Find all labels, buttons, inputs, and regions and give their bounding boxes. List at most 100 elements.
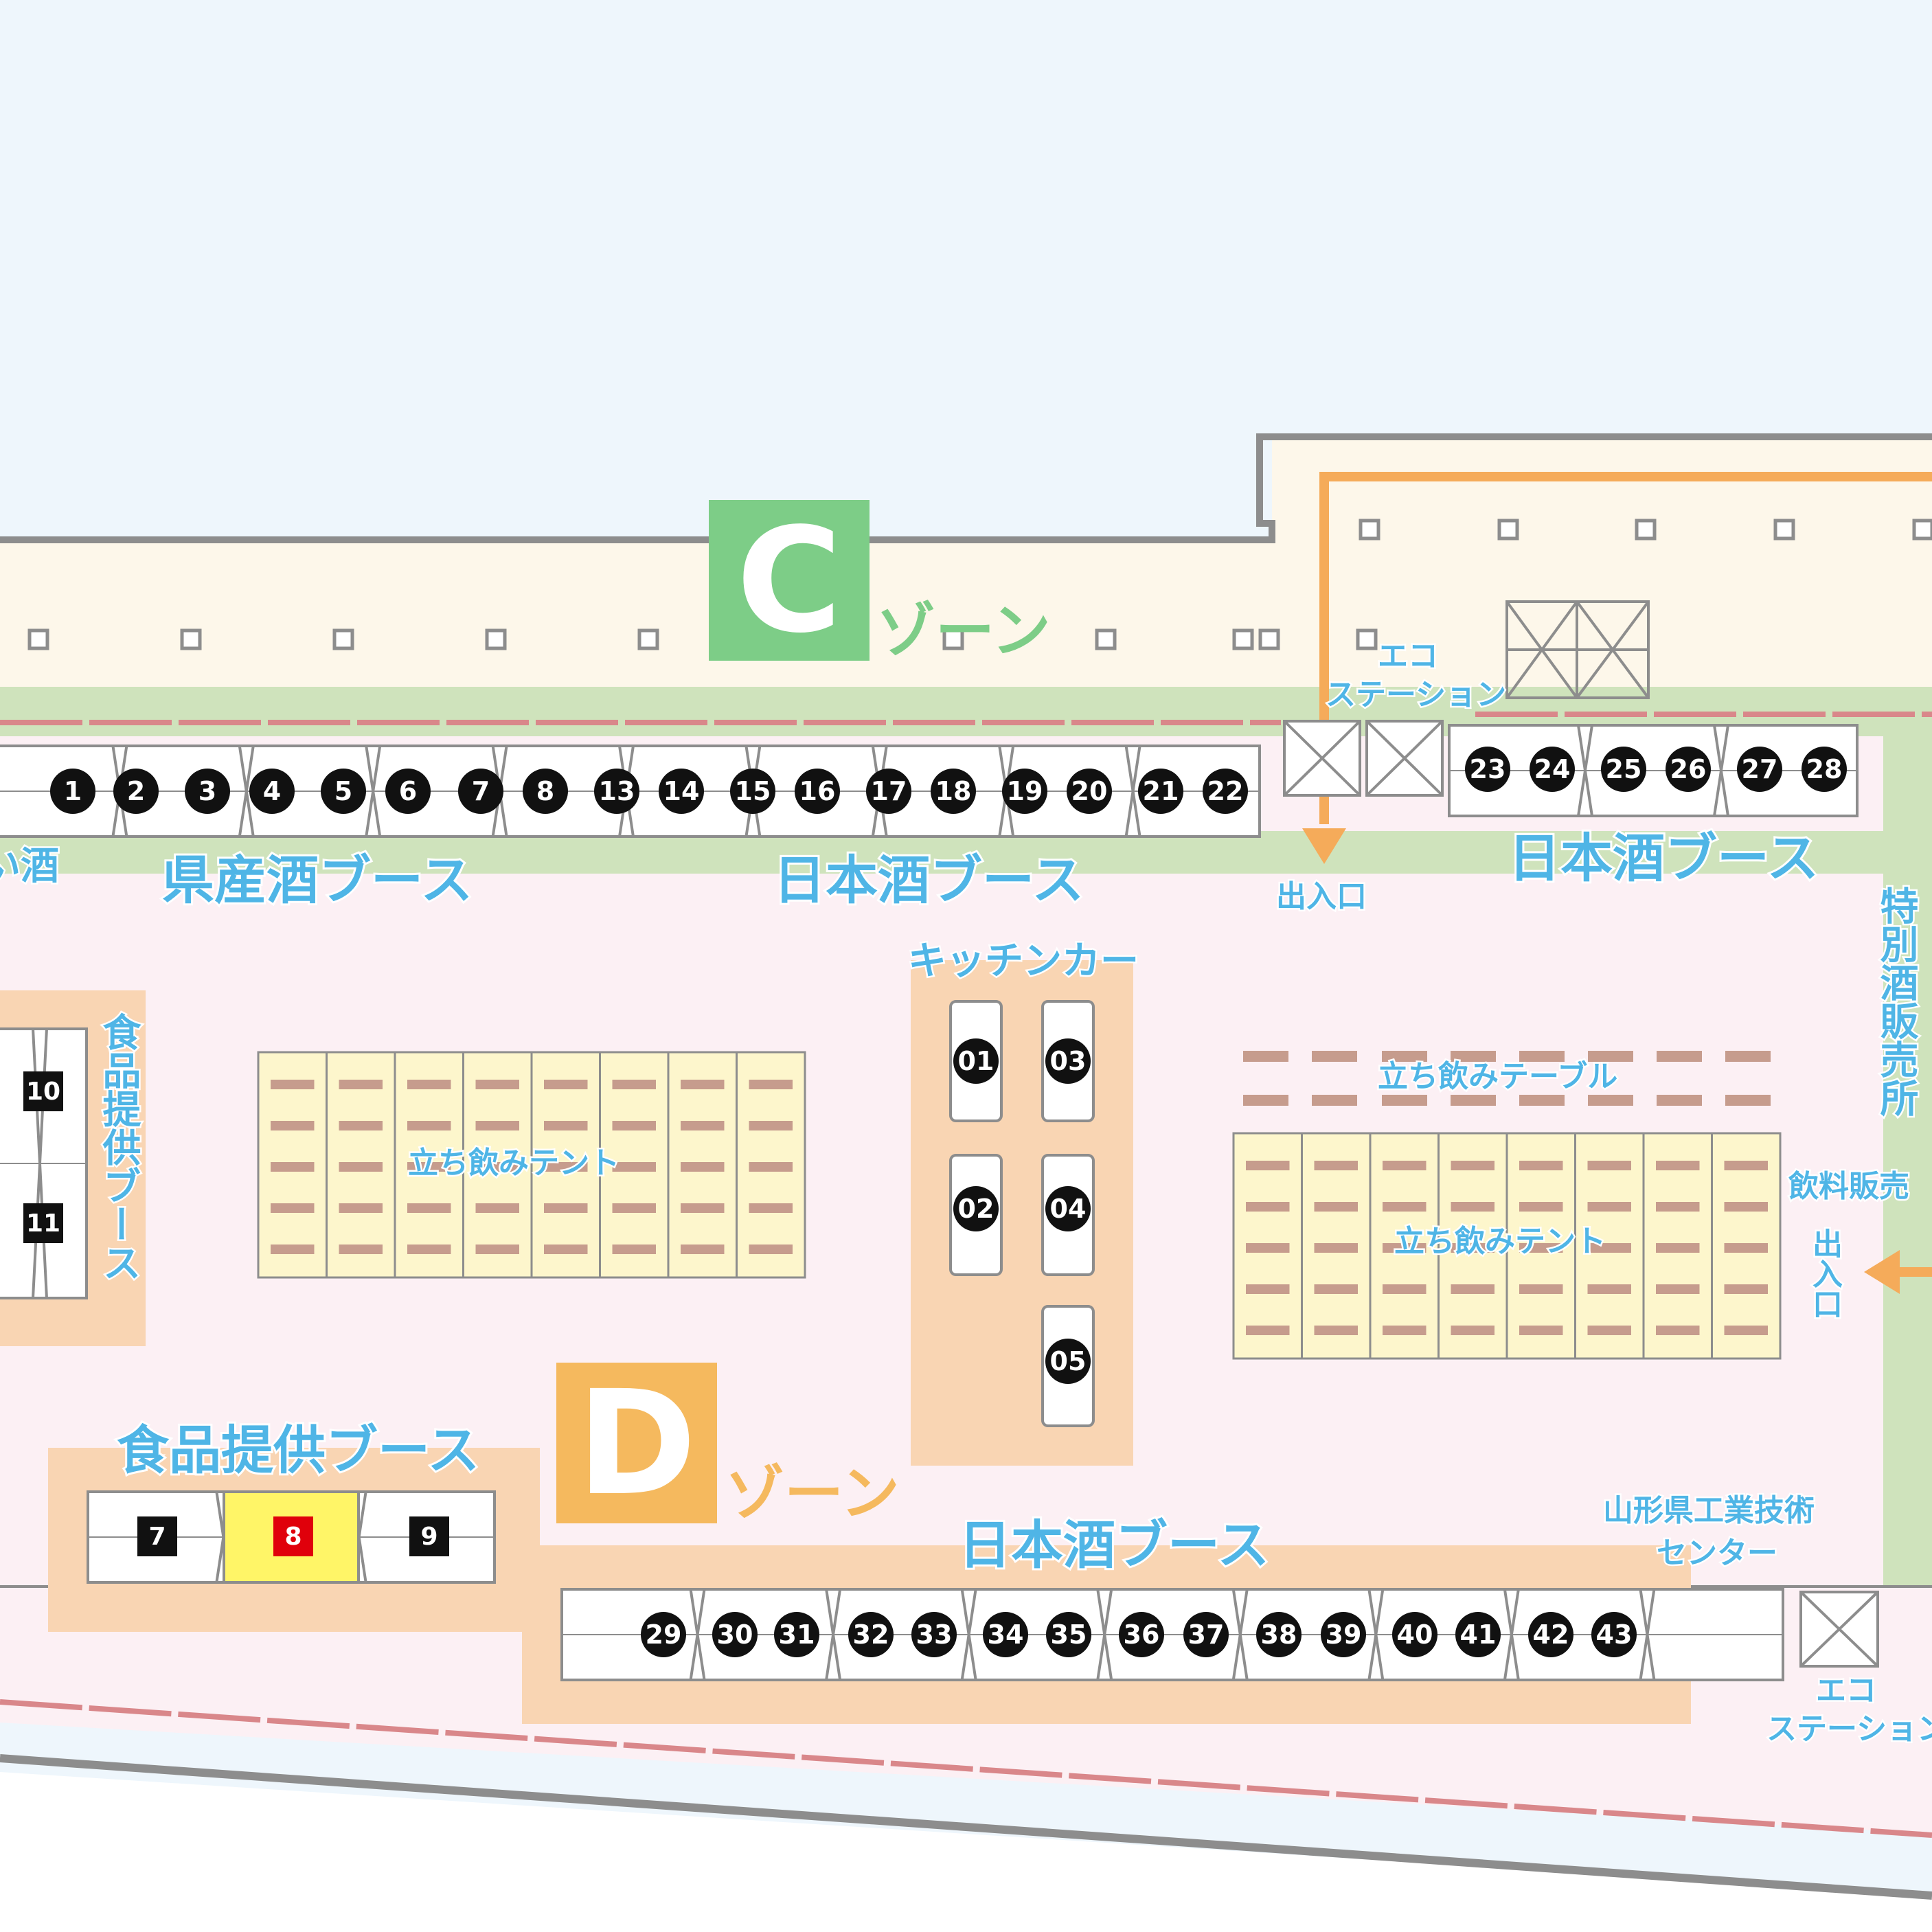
booth-number[interactable]: 42 <box>1528 1612 1573 1657</box>
pillar <box>942 628 964 650</box>
tent-table-mark <box>1656 1284 1700 1294</box>
booth-number[interactable]: 17 <box>866 769 911 814</box>
standing-table-mark <box>1451 1095 1496 1106</box>
booth-number[interactable]: 6 <box>385 769 431 814</box>
booth-number[interactable]: 33 <box>911 1612 957 1657</box>
booth-number[interactable]: 37 <box>1183 1612 1229 1657</box>
kitchen-car-label: キッチンカー <box>907 939 1141 984</box>
eco-station-top-line1: エコ <box>1376 639 1440 674</box>
booth-number[interactable]: 15 <box>730 769 775 814</box>
booth-number[interactable]: 30 <box>712 1612 758 1657</box>
eco-station-bottom-line2: ステーション <box>1764 1712 1932 1747</box>
tent-table-mark <box>407 1245 451 1254</box>
booth-number[interactable]: 04 <box>1045 1186 1091 1231</box>
booth-number[interactable]: 1 <box>50 769 95 814</box>
booth-number[interactable]: 03 <box>1045 1038 1091 1084</box>
booth-number[interactable]: 43 <box>1591 1612 1637 1657</box>
booth-divider <box>824 1634 842 1681</box>
booth-number[interactable]: 14 <box>659 769 704 814</box>
zone-d-suffix: ゾーン <box>725 1459 900 1528</box>
booth-divider <box>111 791 128 838</box>
booth-number[interactable]: 10 <box>23 1071 63 1111</box>
pillar <box>1258 628 1280 650</box>
booth-number[interactable]: 36 <box>1119 1612 1164 1657</box>
tent-table-mark <box>1246 1243 1290 1253</box>
booth-number[interactable]: 25 <box>1601 747 1646 792</box>
booth-divider <box>1576 724 1594 771</box>
booth-number[interactable]: 05 <box>1045 1339 1091 1384</box>
booth-divider <box>997 791 1015 838</box>
pillar <box>27 628 49 650</box>
booth-number[interactable]: 7 <box>137 1516 177 1556</box>
booth-number[interactable]: 23 <box>1465 747 1510 792</box>
booth-number[interactable]: 13 <box>594 769 639 814</box>
booth-divider <box>491 745 508 792</box>
tent-table-mark <box>1314 1326 1358 1335</box>
tent-table-mark <box>1519 1326 1563 1335</box>
entrance-right-label: 出入口 <box>1806 1227 1844 1321</box>
booth-number[interactable]: 26 <box>1666 747 1711 792</box>
booth-number[interactable]: 35 <box>1046 1612 1091 1657</box>
booth-number[interactable]: 22 <box>1203 769 1248 814</box>
booth-divider <box>364 745 382 792</box>
booth-number[interactable]: 24 <box>1530 747 1575 792</box>
booth-divider <box>111 745 128 792</box>
zone-d-letter: D <box>576 1359 697 1527</box>
tent-table-mark <box>749 1162 793 1172</box>
booth-number[interactable]: 4 <box>249 769 295 814</box>
booth-number[interactable]: 01 <box>953 1038 999 1084</box>
booth-number[interactable]: 29 <box>641 1612 686 1657</box>
booth-number[interactable]: 02 <box>953 1186 999 1231</box>
booth-number[interactable]: 18 <box>931 769 976 814</box>
booth-number[interactable]: 34 <box>983 1612 1028 1657</box>
booth-number[interactable]: 3 <box>185 769 230 814</box>
booth-number[interactable]: 7 <box>458 769 503 814</box>
zone-d-badge: D <box>556 1359 717 1527</box>
tent-table-mark <box>681 1162 725 1172</box>
booth-number[interactable]: 21 <box>1138 769 1183 814</box>
tent-table-mark <box>612 1245 656 1254</box>
standing-table-mark <box>1519 1095 1565 1106</box>
tent-table-mark <box>339 1080 383 1089</box>
booth-number[interactable]: 27 <box>1737 747 1782 792</box>
booth-number[interactable]: 40 <box>1392 1612 1437 1657</box>
booth-divider <box>617 745 635 792</box>
booth-number[interactable]: 20 <box>1067 769 1112 814</box>
booth-number[interactable]: 2 <box>113 769 159 814</box>
tent-table-mark <box>407 1121 451 1130</box>
tent-table-mark <box>475 1121 519 1130</box>
booth-number[interactable]: 5 <box>321 769 366 814</box>
booth-number[interactable]: 38 <box>1256 1612 1302 1657</box>
booth-number[interactable]: 28 <box>1802 747 1847 792</box>
booth-number[interactable]: 16 <box>795 769 840 814</box>
tent-table-mark <box>475 1080 519 1089</box>
booth-number[interactable]: 32 <box>848 1612 894 1657</box>
tent-table-mark <box>1451 1284 1495 1294</box>
booth-divider <box>1124 791 1141 838</box>
booth-number[interactable]: 39 <box>1321 1612 1366 1657</box>
booth-divider <box>1095 1588 1113 1635</box>
booth-number[interactable]: 19 <box>1002 769 1047 814</box>
booth-number[interactable]: 9 <box>409 1516 449 1556</box>
standing-table-mark <box>1657 1051 1702 1062</box>
booth-divider <box>491 791 508 838</box>
booth-number[interactable]: 31 <box>774 1612 819 1657</box>
tent-table-mark <box>1587 1284 1631 1294</box>
special-sake-sales-label: 特別酒販売所 <box>1872 885 1920 1119</box>
tent-table-mark <box>1724 1161 1768 1170</box>
standing-tent-left-label: 立ち飲みテント <box>407 1146 622 1181</box>
tent-table-mark <box>475 1162 519 1172</box>
booth-divider <box>1503 1634 1521 1681</box>
booth-divider <box>1231 1588 1249 1635</box>
booth-number[interactable]: 11 <box>23 1203 63 1243</box>
booth-number[interactable]: 8 <box>523 769 568 814</box>
standing-table-mark <box>1312 1051 1357 1062</box>
booth-number[interactable]: 8 <box>273 1516 313 1556</box>
pillar <box>180 628 202 650</box>
booth-divider <box>960 1588 977 1635</box>
booth-number[interactable]: 41 <box>1455 1612 1501 1657</box>
booth-divider <box>1367 1588 1385 1635</box>
tent-table-mark <box>339 1162 383 1172</box>
tent-table-mark <box>1383 1243 1427 1253</box>
standing-table-label: 立ち飲みテーブル <box>1376 1059 1619 1094</box>
